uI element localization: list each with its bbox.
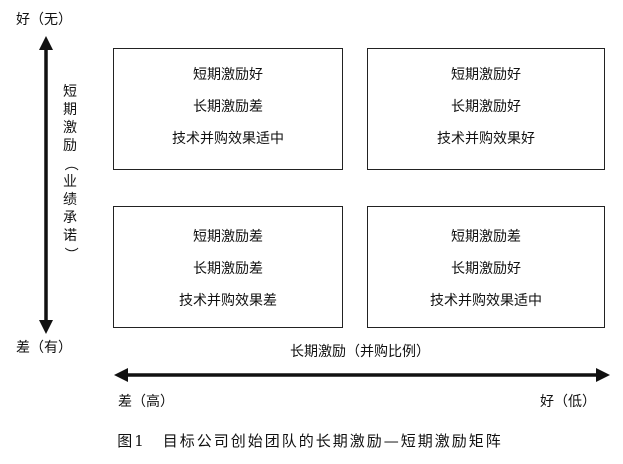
quadrant-line: 短期激励差 bbox=[451, 229, 521, 245]
quadrant-line: 技术并购效果适中 bbox=[172, 131, 284, 147]
quadrant-bottom-left: 短期激励差 长期激励差 技术并购效果差 bbox=[113, 206, 343, 328]
y-title-char: 诺 bbox=[63, 228, 77, 244]
y-title-char: 业 bbox=[63, 174, 77, 190]
quadrant-line: 长期激励差 bbox=[193, 261, 263, 277]
y-title-char: 绩 bbox=[63, 192, 77, 208]
y-title-char: 励 bbox=[63, 138, 77, 154]
y-axis-title: 短 期 激 励 （ 业 绩 承 诺 ） bbox=[62, 84, 78, 264]
quadrant-top-right: 短期激励好 长期激励好 技术并购效果好 bbox=[367, 48, 605, 170]
figure-caption: 图1 目标公司创始团队的长期激励—短期激励矩阵 bbox=[117, 432, 503, 450]
y-title-char: 期 bbox=[63, 102, 77, 118]
y-axis-bottom-label: 差（有） bbox=[16, 340, 72, 356]
y-axis-top-label: 好（无） bbox=[16, 12, 72, 28]
x-axis-title: 长期激励（并购比例） bbox=[290, 344, 430, 360]
y-title-char: 激 bbox=[63, 120, 77, 136]
quadrant-top-left: 短期激励好 长期激励差 技术并购效果适中 bbox=[113, 48, 343, 170]
quadrant-line: 技术并购效果适中 bbox=[430, 293, 542, 309]
x-axis-arrow bbox=[114, 368, 610, 382]
quadrant-line: 短期激励好 bbox=[193, 67, 263, 83]
y-title-char: （ bbox=[62, 157, 78, 171]
y-axis-arrow bbox=[39, 36, 53, 334]
quadrant-line: 短期激励好 bbox=[451, 67, 521, 83]
quadrant-line: 长期激励好 bbox=[451, 99, 521, 115]
quadrant-line: 技术并购效果差 bbox=[179, 293, 277, 309]
y-title-char: 短 bbox=[63, 84, 77, 100]
quadrant-line: 长期激励差 bbox=[193, 99, 263, 115]
quadrant-line: 技术并购效果好 bbox=[437, 131, 535, 147]
quadrant-line: 短期激励差 bbox=[193, 229, 263, 245]
quadrant-line: 长期激励好 bbox=[451, 261, 521, 277]
quadrant-bottom-right: 短期激励差 长期激励好 技术并购效果适中 bbox=[367, 206, 605, 328]
x-axis-left-label: 差（高） bbox=[118, 394, 174, 410]
x-axis-right-label: 好（低） bbox=[540, 394, 596, 410]
y-title-char: ） bbox=[62, 247, 78, 261]
y-title-char: 承 bbox=[63, 210, 77, 226]
